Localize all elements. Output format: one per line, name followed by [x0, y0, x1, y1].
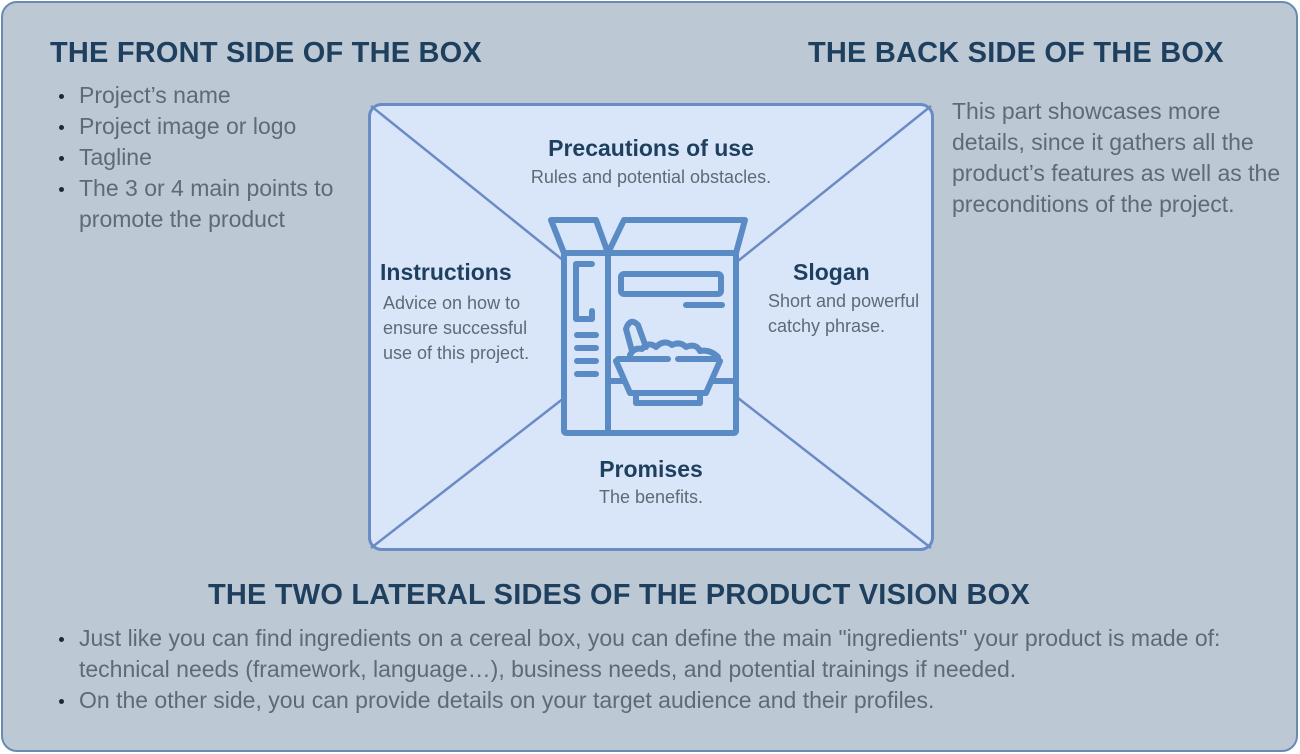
slogan-description: Short and powerful catchy phrase. — [768, 291, 920, 336]
list-item: Project image or logo — [50, 111, 350, 142]
promises-title: Promises — [599, 456, 703, 482]
list-item: Project’s name — [50, 80, 350, 111]
list-item: On the other side, you can provide detai… — [50, 685, 1270, 716]
list-item: The 3 or 4 main points to promote the pr… — [50, 173, 350, 235]
instructions-title: Instructions — [380, 259, 512, 285]
diagonal-top-right — [737, 105, 932, 262]
precautions-title: Precautions of use — [548, 135, 754, 161]
vision-box-diagram — [368, 103, 934, 551]
diagonal-bottom-right — [737, 397, 932, 549]
list-item: Just like you can find ingredients on a … — [50, 623, 1270, 685]
front-side-list: Project’s name Project image or logo Tag… — [50, 80, 350, 235]
slogan-title: Slogan — [793, 259, 870, 285]
promises-description: The benefits. — [598, 487, 704, 507]
list-item: Tagline — [50, 142, 350, 173]
front-side-heading: THE FRONT SIDE OF THE BOX — [50, 37, 482, 69]
cereal-box-icon — [548, 217, 748, 436]
diagonal-bottom-left — [370, 397, 565, 549]
precautions-description: Rules and potential obstacles. — [530, 167, 772, 187]
lateral-sides-list: Just like you can find ingredients on a … — [50, 623, 1270, 716]
back-side-heading: THE BACK SIDE OF THE BOX — [808, 37, 1224, 69]
diagonal-top-left — [370, 105, 565, 262]
product-vision-box: Precautions of use Rules and potential o… — [368, 103, 934, 551]
instructions-description: Advice on how to ensure successful use o… — [383, 293, 530, 363]
lateral-sides-heading: THE TWO LATERAL SIDES OF THE PRODUCT VIS… — [208, 579, 1030, 611]
back-side-description: This part showcases more details, since … — [952, 98, 1281, 217]
